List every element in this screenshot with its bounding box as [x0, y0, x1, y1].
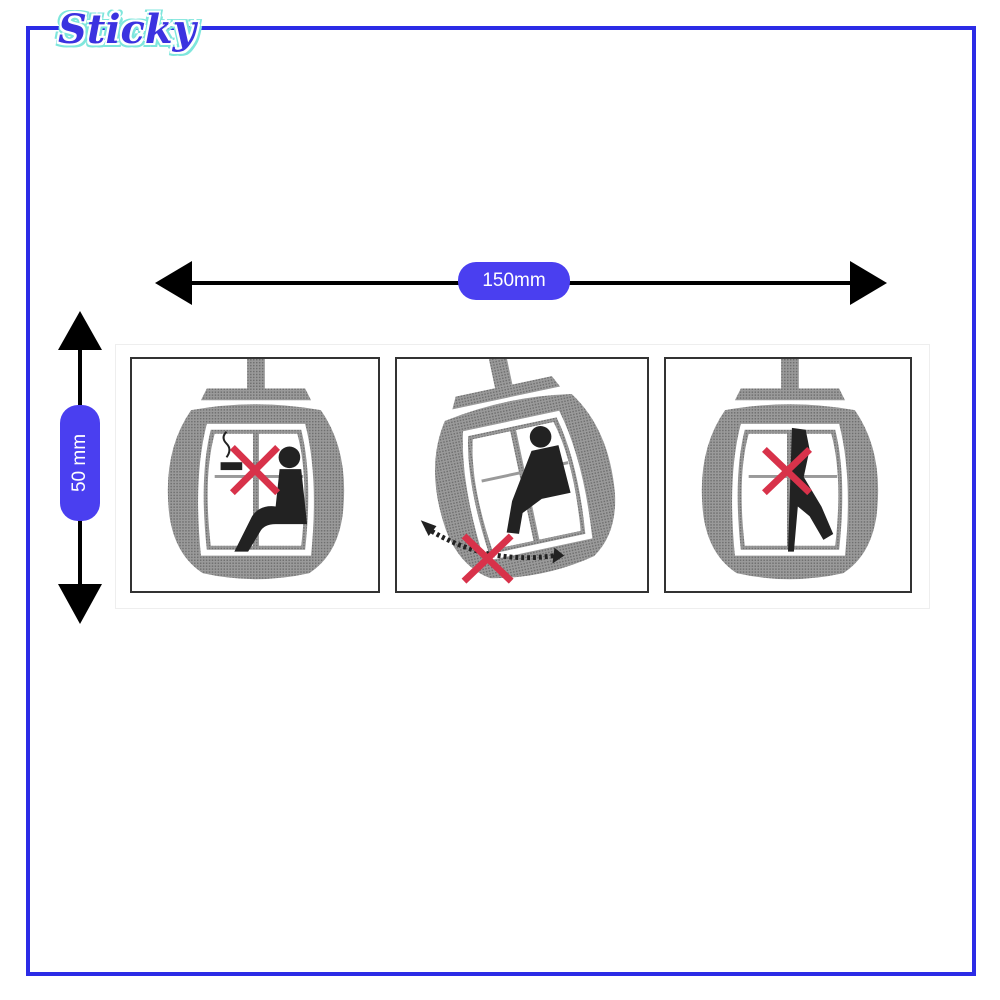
- width-text: 150mm: [482, 270, 546, 291]
- no-rocking-icon: [411, 359, 630, 591]
- no-leaning-out-icon: [701, 359, 879, 580]
- sticky-logo: Sticky: [50, 4, 196, 64]
- logo-text: Sticky: [58, 6, 196, 53]
- width-label: 150mm: [458, 262, 570, 300]
- panel-no-leaning: [664, 357, 912, 593]
- height-label: 50 mm: [60, 405, 100, 521]
- height-text: 50 mm: [69, 433, 91, 493]
- product-frame: [26, 26, 976, 976]
- panel-no-rocking: [395, 357, 649, 593]
- no-smoking-icon: [167, 359, 345, 580]
- panel-no-smoking: [130, 357, 380, 593]
- sticker: [115, 344, 930, 609]
